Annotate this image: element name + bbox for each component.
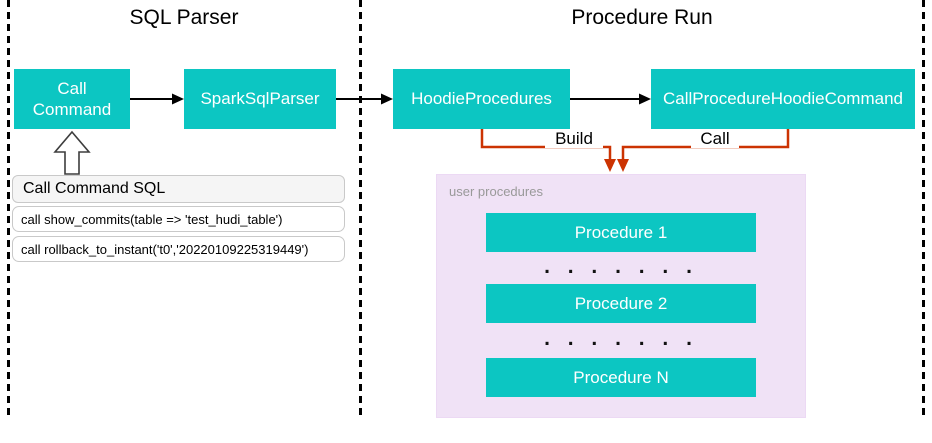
sql-panel-title: Call Command SQL <box>12 175 345 203</box>
procedure-n-label: Procedure N <box>573 367 669 387</box>
procedure-n-box: Procedure N <box>486 358 756 397</box>
procedure-1-label: Procedure 1 <box>574 222 668 242</box>
node-call-procedure-hoodie-command: CallProcedureHoodieCommand <box>651 69 915 129</box>
dashed-border-left <box>7 0 10 415</box>
procedure-1-box: Procedure 1 <box>486 213 756 252</box>
node-hoodie-procedures: HoodieProcedures <box>393 69 570 129</box>
procedure-2-label: Procedure 2 <box>574 293 668 313</box>
node-spark-sql-parser: SparkSqlParser <box>184 69 336 129</box>
dashed-border-right <box>922 0 925 415</box>
edge-label-build: Build <box>545 130 603 148</box>
sql-example-row: call show_commits(table => 'test_hudi_ta… <box>12 206 345 232</box>
call-command-sql-panel: Call Command SQL call show_commits(table… <box>12 175 345 266</box>
up-arrow-icon <box>53 130 91 175</box>
sql-example-row: call rollback_to_instant('t0','202201092… <box>12 236 345 262</box>
user-procedures-label: user procedures <box>449 184 543 199</box>
node-spark-sql-parser-label: SparkSqlParser <box>200 89 320 109</box>
call-command-line2: Command <box>32 100 112 119</box>
node-call-command-label: Call Command <box>33 78 111 121</box>
ellipsis-dots: . . . . . . . <box>544 327 698 350</box>
procedure-2-box: Procedure 2 <box>486 284 756 323</box>
call-command-line1: Call <box>57 78 87 98</box>
edge-label-call: Call <box>691 130 739 148</box>
dashed-border-middle <box>359 0 362 415</box>
section-title-procedure-run: Procedure Run <box>571 6 713 29</box>
node-call-procedure-hoodie-command-label: CallProcedureHoodieCommand <box>662 89 903 109</box>
node-call-command: Call Command <box>14 69 130 129</box>
ellipsis-dots: . . . . . . . <box>544 255 698 278</box>
node-hoodie-procedures-label: HoodieProcedures <box>411 89 552 109</box>
user-procedures-container: user procedures Procedure 1 . . . . . . … <box>436 174 806 418</box>
section-title-sql-parser: SQL Parser <box>129 6 239 29</box>
